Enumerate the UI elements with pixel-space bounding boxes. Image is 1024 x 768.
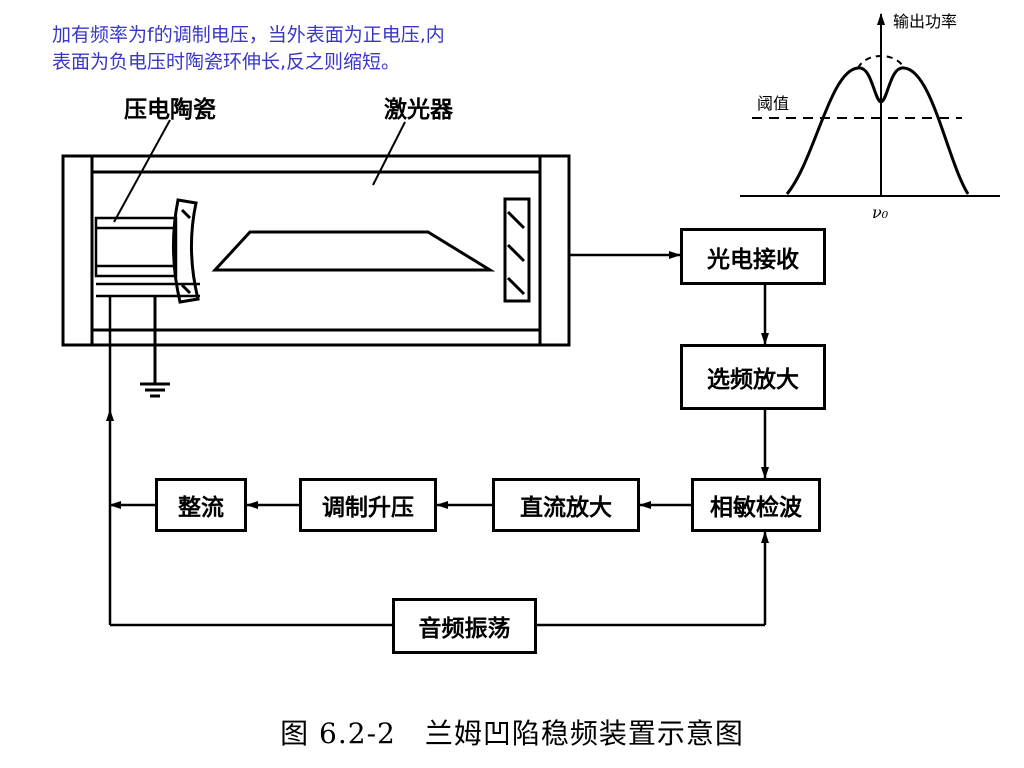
annotation-note: 加有频率为f的调制电压，当外表面为正电压,内 表面为负电压时陶瓷环伸长,反之则缩… [52, 22, 612, 76]
inset-x-tick: ν₀ [872, 203, 889, 222]
laser-pointer [372, 121, 406, 186]
rear-mirror [171, 198, 200, 304]
figure-caption: 图 6.2-2 兰姆凹陷稳频装置示意图 [280, 717, 744, 750]
dc-amp-box: 直流放大 [492, 478, 640, 532]
output-mirror [503, 197, 531, 303]
photo-receiver-box: 光电接收 [680, 228, 826, 285]
laser-body [61, 154, 571, 347]
audio-osc-box: 音频振荡 [392, 598, 537, 654]
phase-detector-box: 相敏检波 [691, 478, 821, 532]
inset-y-axis-label: 输出功率 [893, 12, 958, 31]
inset-threshold-label: 阈值 [757, 94, 790, 113]
piezo-pointer [113, 119, 171, 223]
ground-symbol [140, 296, 170, 398]
signal-lines [106, 251, 769, 627]
discharge-tube [211, 230, 496, 272]
piezo-label: 压电陶瓷 [124, 96, 216, 123]
selective-amp-box: 选频放大 [680, 344, 826, 410]
note-line-2: 表面为负电压时陶瓷环伸长,反之则缩短。 [52, 51, 401, 73]
laser-label: 激光器 [384, 96, 453, 123]
inset-chart [740, 13, 1000, 197]
piezo-ceramic [94, 216, 200, 298]
rectifier-box: 整流 [155, 478, 247, 532]
mod-boost-box: 调制升压 [299, 478, 437, 532]
note-line-1: 加有频率为f的调制电压，当外表面为正电压,内 [52, 24, 445, 46]
